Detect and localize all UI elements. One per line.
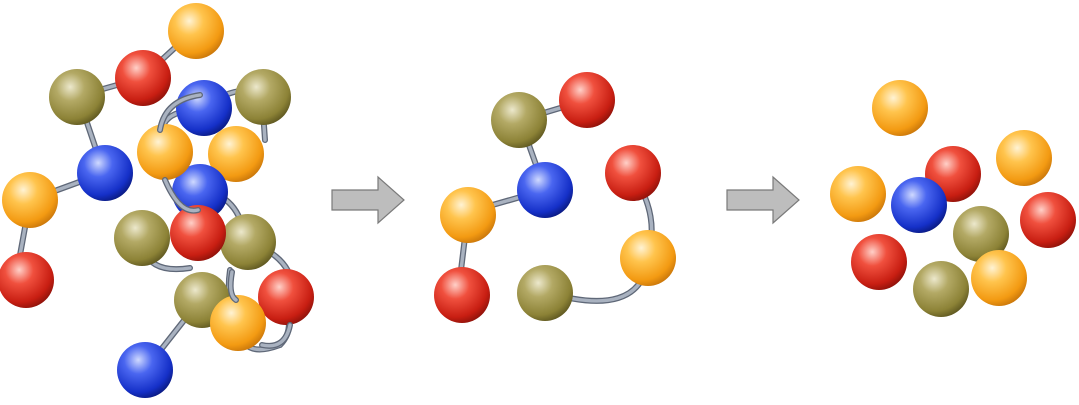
bead-olive xyxy=(517,265,573,321)
bead-blue xyxy=(117,342,173,398)
bead-orange xyxy=(872,80,928,136)
bead-orange xyxy=(830,166,886,222)
bead-red xyxy=(1020,192,1076,248)
bead-orange xyxy=(168,3,224,59)
bead-red xyxy=(434,267,490,323)
stage-partially-unfolded xyxy=(434,72,676,323)
front-connectors-stage-1 xyxy=(157,92,293,349)
bead-red xyxy=(559,72,615,128)
bead-blue xyxy=(77,145,133,201)
bead-red xyxy=(851,234,907,290)
bead-olive xyxy=(49,69,105,125)
bead-olive xyxy=(220,214,276,270)
bead-red xyxy=(0,252,54,308)
bead-blue xyxy=(517,162,573,218)
bead-red xyxy=(605,145,661,201)
bead-orange xyxy=(210,295,266,351)
arrow-right-icon xyxy=(726,175,800,225)
bead-olive xyxy=(913,261,969,317)
bead-red xyxy=(170,205,226,261)
bead-olive xyxy=(491,92,547,148)
bead-orange xyxy=(996,130,1052,186)
stage-folded-cluster xyxy=(0,3,314,398)
bead-blue xyxy=(176,80,232,136)
bead-orange xyxy=(208,126,264,182)
bead-olive xyxy=(114,210,170,266)
bead-red xyxy=(258,269,314,325)
bead-orange xyxy=(620,230,676,286)
bead-orange xyxy=(2,172,58,228)
bead-blue xyxy=(891,177,947,233)
bead-orange xyxy=(137,124,193,180)
arrow-right-icon xyxy=(331,175,405,225)
bead-olive xyxy=(235,69,291,125)
bead-orange xyxy=(440,187,496,243)
stage-dissociated xyxy=(830,80,1076,317)
bead-olive xyxy=(953,206,1009,262)
bead-orange xyxy=(971,250,1027,306)
bead-red xyxy=(115,50,171,106)
